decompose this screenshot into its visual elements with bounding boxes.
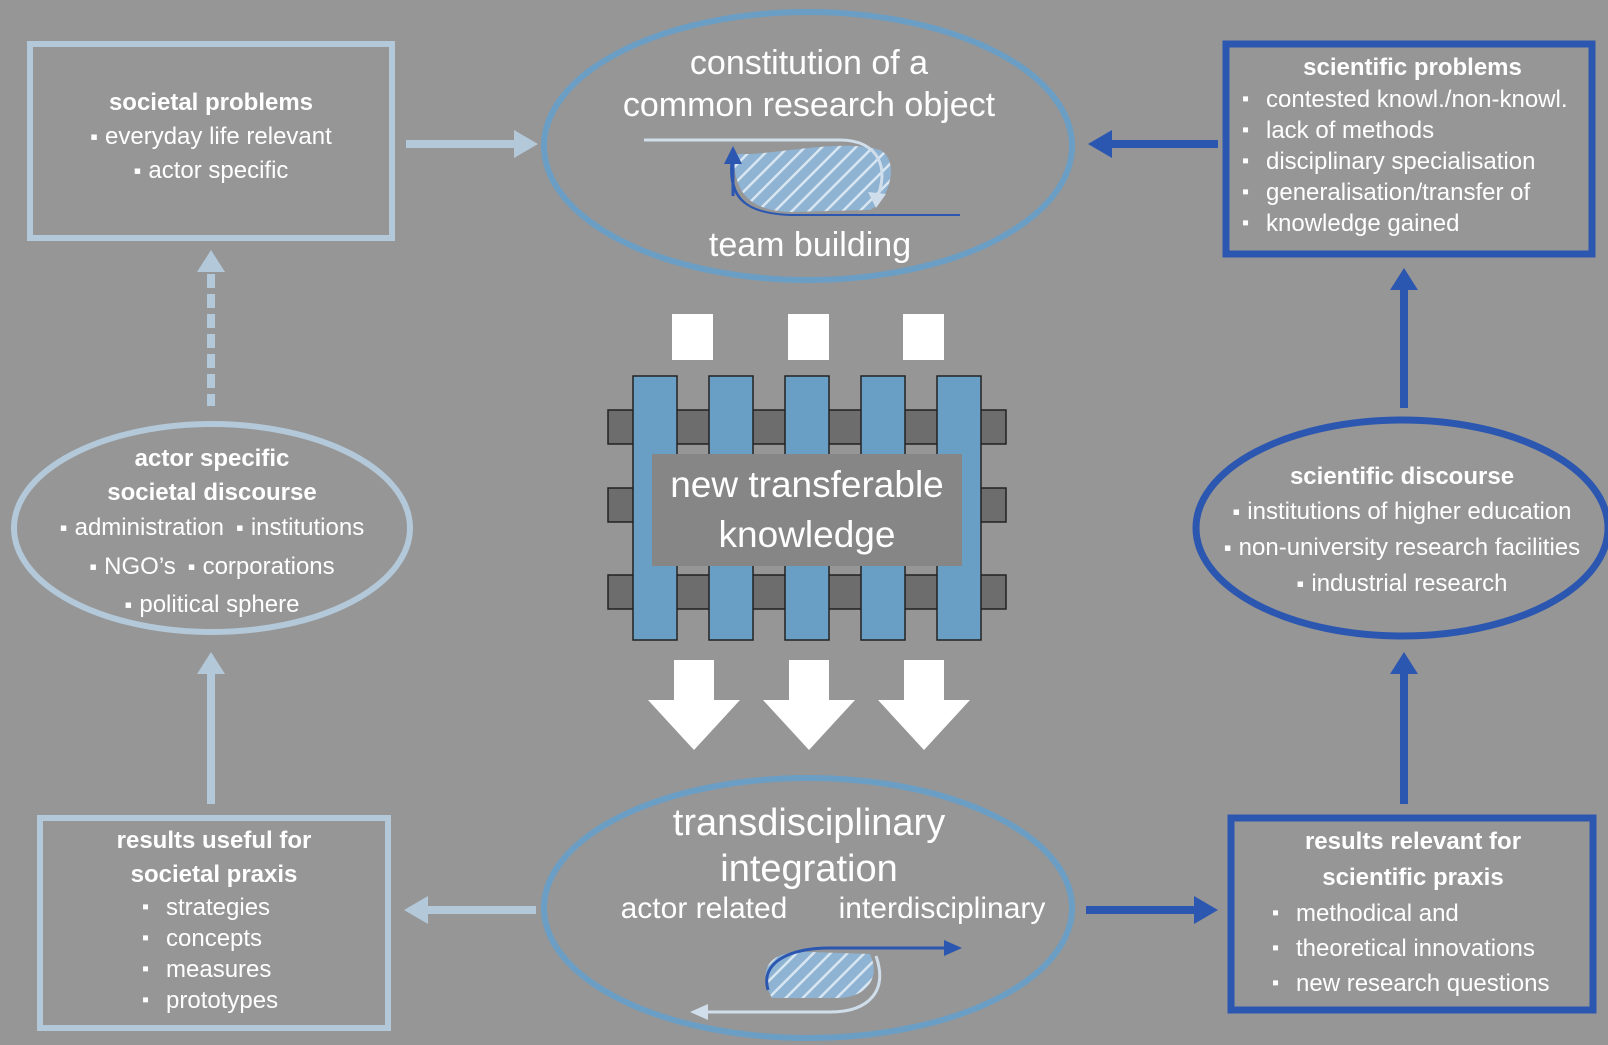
scientific-problems-title: scientific problems	[1303, 54, 1522, 81]
scientific-problems-box	[1222, 40, 1596, 258]
knowledge-line1: new transferable	[670, 464, 944, 505]
arrow-scientific-to-object	[1088, 130, 1218, 158]
arrow-dotted-discourse-to-problems	[197, 250, 225, 406]
down-arrow-2	[763, 660, 855, 750]
knowledge-label: new transferable knowledge	[652, 460, 962, 560]
scientific-problems-item: disciplinary specialisation	[1240, 146, 1585, 177]
societal-discourse-row: political sphere	[30, 588, 394, 625]
team-building-loop-icon	[644, 138, 960, 216]
societal-discourse-row: administration institutions	[30, 510, 394, 549]
research-object-title-line2: common research object	[622, 86, 996, 124]
input-square-3	[903, 314, 944, 360]
integration-title-line2: integration	[720, 848, 898, 890]
arrow-discourse-to-scientific-problems	[1390, 268, 1418, 408]
integration-loop-icon	[690, 940, 962, 1020]
integration-left-label: actor related	[620, 892, 788, 925]
scientific-discourse-item: institutions of higher education	[1200, 494, 1604, 530]
scientific-discourse-item: non-university research facilities	[1200, 530, 1604, 566]
societal-results-item: concepts	[140, 923, 382, 954]
societal-problems-item: actor specific	[36, 154, 386, 188]
input-square-1	[672, 314, 713, 360]
scientific-results-item: new research questions	[1270, 966, 1588, 1001]
societal-results-item: strategies	[140, 892, 382, 923]
societal-problems-box	[27, 41, 395, 241]
societal-results-item: measures	[140, 954, 382, 985]
societal-discourse-title-line2: societal discourse	[107, 479, 317, 506]
societal-results-title-line1: results useful for	[116, 827, 312, 854]
societal-problems: societal problems everyday life relevant…	[36, 86, 386, 188]
scientific-results-item: methodical and	[1270, 896, 1588, 931]
societal-discourse-title-line1: actor specific	[134, 445, 290, 472]
arrow-societal-to-object	[406, 130, 538, 158]
societal-discourse-item: corporations	[188, 549, 335, 585]
arrow-results-to-discourse	[197, 652, 225, 804]
scientific-discourse-item: industrial research	[1200, 566, 1604, 602]
scientific-problems-item-continued: knowledge gained	[1240, 208, 1585, 239]
input-square-2	[788, 314, 829, 360]
societal-discourse-item: institutions	[236, 510, 364, 546]
scientific-problems-item: lack of methods	[1240, 115, 1585, 146]
knowledge-line2: knowledge	[718, 514, 896, 555]
societal-discourse-ellipse	[11, 421, 413, 635]
scientific-discourse-title: scientific discourse	[1289, 463, 1515, 490]
integration-title-line1: transdisciplinary	[672, 802, 946, 844]
research-object-subtitle: team building	[708, 226, 912, 264]
societal-results-box	[37, 815, 391, 1031]
scientific-results-title-line1: results relevant for	[1304, 828, 1522, 855]
societal-discourse-item: NGO’s	[89, 549, 176, 585]
down-arrow-1	[648, 660, 740, 750]
integration: transdisciplinary integration	[610, 800, 1008, 892]
down-arrow-3	[878, 660, 970, 750]
societal-problems-title: societal problems	[108, 89, 314, 116]
societal-results-list: strategies concepts measures prototypes	[140, 892, 382, 1016]
scientific-problems-item: generalisation/transfer of	[1240, 177, 1585, 208]
scientific-discourse: scientific discourse institutions of hig…	[1200, 460, 1604, 602]
societal-results-item: prototypes	[140, 985, 382, 1016]
scientific-problems: scientific problems contested knowl./non…	[1240, 52, 1585, 239]
societal-results: results useful for societal praxis strat…	[46, 824, 382, 1016]
scientific-problems-list: contested knowl./non-knowl. lack of meth…	[1240, 84, 1585, 239]
scientific-results: results relevant for scientific praxis m…	[1238, 824, 1588, 1001]
research-object-title-line1: constitution of a	[689, 44, 929, 82]
arrow-integration-to-scientific-results	[1086, 896, 1218, 924]
societal-results-title-line2: societal praxis	[130, 861, 298, 888]
societal-discourse: actor specific societal discourse admini…	[30, 442, 394, 625]
societal-discourse-row: NGO’s corporations	[30, 549, 394, 588]
societal-discourse-item: administration	[60, 510, 224, 546]
societal-discourse-item: political sphere	[125, 588, 299, 622]
scientific-problems-item: contested knowl./non-knowl.	[1240, 84, 1585, 115]
scientific-results-list: methodical and theoretical innovations n…	[1270, 896, 1588, 1001]
integration-ellipse	[541, 775, 1075, 1041]
research-object: constitution of a common research object	[610, 42, 1008, 126]
arrow-results-to-scientific-discourse	[1390, 652, 1418, 804]
research-object-ellipse	[541, 9, 1075, 283]
societal-problems-item: everyday life relevant	[36, 120, 386, 154]
knowledge-weave	[607, 375, 1007, 641]
scientific-discourse-ellipse	[1192, 416, 1608, 640]
arrow-integration-to-societal-results	[404, 896, 536, 924]
scientific-results-item-continued: theoretical innovations	[1270, 931, 1588, 966]
scientific-results-title-line2: scientific praxis	[1322, 864, 1504, 891]
integration-right-label: interdisciplinary	[838, 892, 1046, 925]
scientific-results-box	[1227, 814, 1597, 1014]
